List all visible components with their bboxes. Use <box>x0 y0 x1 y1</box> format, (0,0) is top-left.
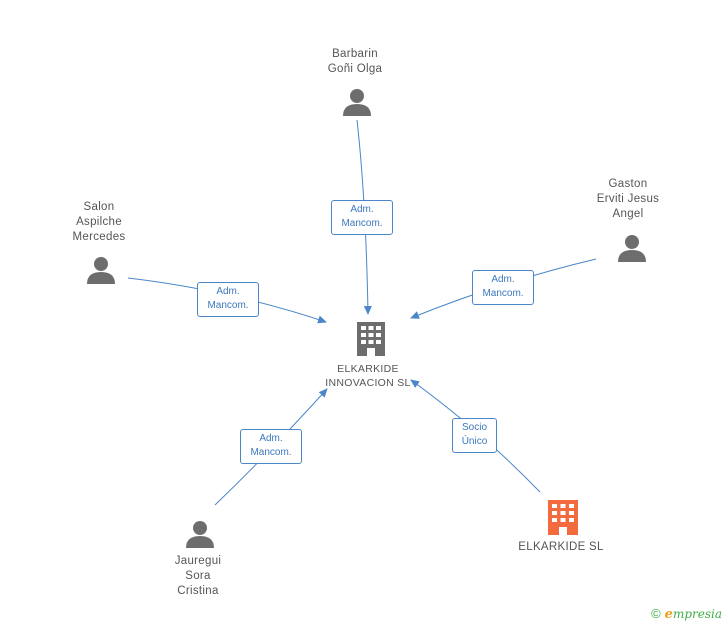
node-label-salon[interactable]: Salon Aspilche Mercedes <box>72 201 126 243</box>
edge-label-gaston[interactable]: Adm. Mancom. <box>472 270 534 305</box>
person-icon[interactable] <box>186 521 214 548</box>
brand-logo-letter: e <box>664 607 673 622</box>
edge-label-barbarin[interactable]: Adm. Mancom. <box>331 200 393 235</box>
node-label-gaston[interactable]: Gaston Erviti Jesus Angel <box>596 178 660 220</box>
building-icon[interactable] <box>357 322 385 356</box>
person-icon[interactable] <box>343 89 371 116</box>
edge-label-jauregui[interactable]: Adm. Mancom. <box>240 429 302 464</box>
node-label-jauregui[interactable]: Jauregui Sora Cristina <box>174 555 222 597</box>
footer-brand: ©empresia <box>651 606 722 622</box>
node-label-barbarin[interactable]: Barbarin Goñi Olga <box>327 48 383 75</box>
node-label-elkarkide[interactable]: ELKARKIDE SL <box>518 541 604 553</box>
copyright-icon: © <box>651 606 661 621</box>
person-icon[interactable] <box>618 235 646 262</box>
edge-label-elkarkide[interactable]: Socio Único <box>452 418 497 453</box>
node-label-center[interactable]: ELKARKIDE INNOVACION SL <box>325 363 411 389</box>
edge-label-salon[interactable]: Adm. Mancom. <box>197 282 259 317</box>
brand-logo-text: mpresia <box>672 607 722 621</box>
building-icon[interactable] <box>548 500 578 535</box>
person-icon[interactable] <box>87 257 115 284</box>
